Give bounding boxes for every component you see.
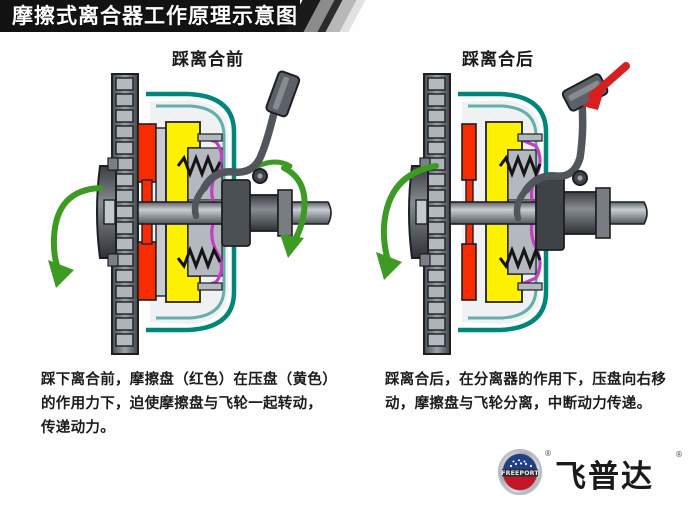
panel-heading-after: 踩离合后 [462, 50, 534, 70]
output-shaft [291, 201, 332, 225]
pedal-pivot-arm [191, 184, 208, 220]
clutch-diagram-engaged [38, 62, 338, 362]
clutch-pedal-assembly [191, 70, 301, 220]
release-bearing [561, 191, 597, 235]
diaphragm-spring-linkage [199, 134, 224, 290]
rotation-arrow-linkage-tail [255, 159, 293, 169]
spring-retainers [197, 133, 223, 291]
panel-heading-before: 踩离合前 [172, 50, 244, 70]
rotation-arrow-shaft [281, 165, 308, 247]
rotation-arrow-flywheel [50, 185, 103, 277]
caption-before: 踩下离合前，摩擦盘（红色）在压盘（黄色）的作用力下，迫使摩擦盘与飞轮一起转动，传… [41, 372, 330, 436]
pedal-force-arrow [582, 62, 630, 110]
bearing-flange [595, 187, 611, 239]
spring-retainers [517, 133, 543, 291]
rotation-arrow-flywheel [380, 163, 439, 269]
rotation-arrow-shaft-head [280, 234, 304, 258]
rotation-arrow-flywheel-head [376, 252, 402, 280]
title-banner: 摩擦式离合器工作原理示意图 [0, 0, 366, 32]
flywheel-assembly [96, 73, 139, 355]
banner-background [0, 0, 300, 32]
clutch-diagram-disengaged [350, 62, 650, 362]
flywheel-ring-gear-teeth [115, 77, 134, 347]
output-shaft [609, 201, 648, 225]
page-title: 摩擦式离合器工作原理示意图 [12, 4, 298, 28]
pedal-pivot-arm [513, 186, 530, 222]
freeport-badge-icon: FREEPORT [497, 448, 543, 496]
input-shaft [449, 175, 648, 251]
flywheel-hub-key [103, 199, 116, 225]
pedal-arm [200, 100, 280, 192]
pedal-force-arrow-head [582, 90, 604, 110]
clutch-springs [176, 153, 222, 271]
brand-logo: FREEPORT ® 飞普达 ® [497, 447, 692, 499]
rotation-arrow-flywheel-head [48, 260, 74, 288]
pedal-arm [522, 98, 587, 194]
caption-after: 踩离合后，在分离器的作用下，压盘向右移动，摩擦盘与飞轮分离，中断动力传递。 [385, 372, 667, 412]
release-fork-collar [221, 179, 251, 247]
release-fork-collar [535, 175, 565, 251]
bearing-flange [277, 189, 293, 237]
flywheel-ring-gear-teeth [427, 77, 446, 347]
badge-registered-mark: ® [544, 449, 552, 458]
release-bearing [247, 194, 279, 232]
brand-name-cn: 飞普达 [555, 459, 654, 495]
brand-registered-mark: ® [675, 450, 683, 459]
flywheel-hub-key [415, 199, 428, 225]
badge-brand-text: FREEPORT [501, 470, 539, 477]
flywheel-assembly [408, 73, 451, 355]
clutch-springs [498, 153, 542, 271]
